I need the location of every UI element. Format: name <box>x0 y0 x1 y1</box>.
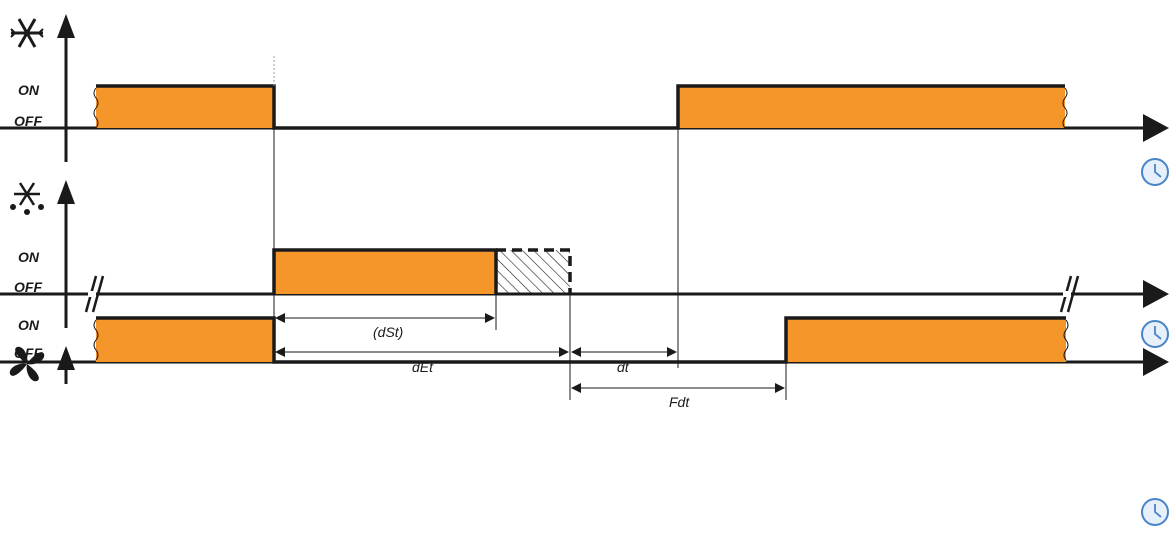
fan-break-right <box>1063 319 1069 361</box>
fan-on-label: ON <box>18 317 40 333</box>
defrost-on-bar <box>274 250 496 294</box>
fan-break-left <box>93 319 99 361</box>
defrost-axis-arrowhead <box>57 180 75 204</box>
dst-label: (dSt) <box>373 324 403 340</box>
fan-row: ON OFF <box>0 316 1169 526</box>
fdt-label: Fdt <box>669 394 690 410</box>
fan-on-bar-1 <box>96 318 274 362</box>
fan-time-arrowhead <box>1143 348 1169 376</box>
defrost-on-label: ON <box>18 249 40 265</box>
dimension-det: dEt <box>275 347 569 375</box>
defrost-extension-dashed-outline <box>496 248 572 294</box>
dimension-dt: dt <box>571 347 677 375</box>
compressor-off-label: OFF <box>14 113 42 129</box>
reference-lines <box>273 128 787 400</box>
compressor-signal-trace <box>96 84 1065 130</box>
defrost-axis-break-right <box>1059 275 1080 313</box>
compressor-axis-arrowhead <box>57 14 75 38</box>
defrost-off-label: OFF <box>14 279 42 295</box>
compressor-on-bar-2 <box>678 86 1065 128</box>
clock-icon <box>1141 498 1169 526</box>
defrost-snowflake-drops-icon <box>10 182 44 215</box>
compressor-break-right <box>1062 87 1068 129</box>
compressor-on-bar-1 <box>96 86 274 128</box>
fan-axis-arrowhead <box>57 346 75 370</box>
det-label: dEt <box>412 359 434 375</box>
fan-signal-trace <box>96 316 1066 364</box>
dt-label: dt <box>617 359 630 375</box>
compressor-on-label: ON <box>18 82 40 98</box>
dimension-fdt: Fdt <box>571 383 785 410</box>
defrost-extension-hatched <box>496 250 570 294</box>
defrost-time-arrowhead <box>1143 280 1169 308</box>
clock-icon <box>1141 158 1169 186</box>
compressor-time-arrowhead <box>1143 114 1169 142</box>
snowflake-icon <box>10 18 44 48</box>
defrost-axis-break-left <box>84 275 105 313</box>
defrost-row: ON OFF <box>0 180 1169 348</box>
compressor-row: ON OFF <box>0 14 1169 186</box>
compressor-break-left <box>93 87 99 129</box>
fan-on-bar-2 <box>786 318 1066 362</box>
dimension-dst: (dSt) <box>275 313 495 340</box>
fan-off-label: OFF <box>14 345 42 361</box>
clock-icon <box>1141 320 1169 348</box>
